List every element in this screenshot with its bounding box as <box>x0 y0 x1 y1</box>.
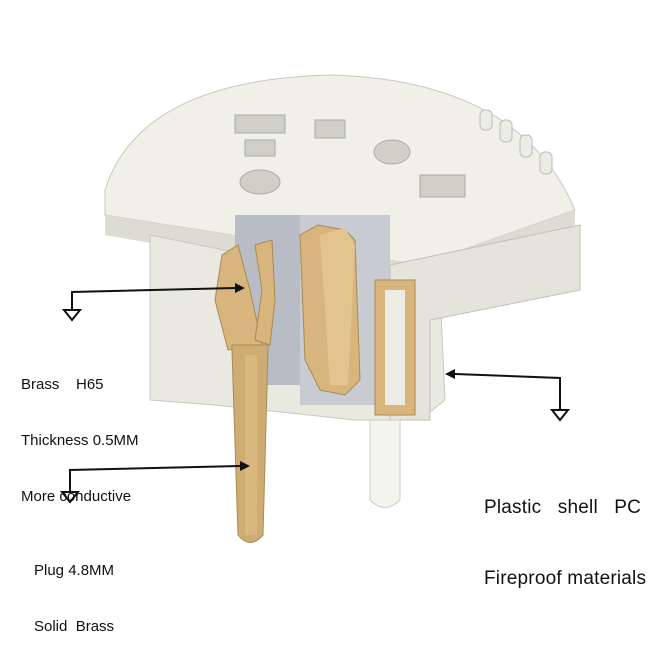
callout-contact-leader <box>71 287 236 310</box>
callout-shell-text: Plastic shell PC Fireproof materials <box>484 448 646 638</box>
ground-arrow-icon <box>549 409 571 422</box>
callout-pin-line1: Plug 4.8MM <box>34 561 115 579</box>
callout-shell-line1: Plastic shell PC <box>484 496 642 518</box>
callout-pin-line2: Solid Brass <box>34 617 115 635</box>
callout-contact-line1: Brass H65 <box>21 375 104 393</box>
callout-shell-line2: Fireproof materials <box>484 567 647 589</box>
callout-contact-line3: More conductive <box>21 488 132 505</box>
ground-arrow-icon <box>61 309 83 322</box>
callout-pin-text: Plug 4.8MM Solid Brass <box>34 524 114 670</box>
ground-arrow-icon <box>59 491 81 504</box>
plastic-pin <box>369 419 401 508</box>
callout-contact-text: Brass H65 Thickness 0.5MM More conductiv… <box>21 338 139 544</box>
callout-pin-leader <box>69 465 241 492</box>
plug-top-face <box>104 74 576 266</box>
callout-shell-leader <box>454 373 561 410</box>
callout-contact-line2: Thickness 0.5MM <box>21 431 139 449</box>
